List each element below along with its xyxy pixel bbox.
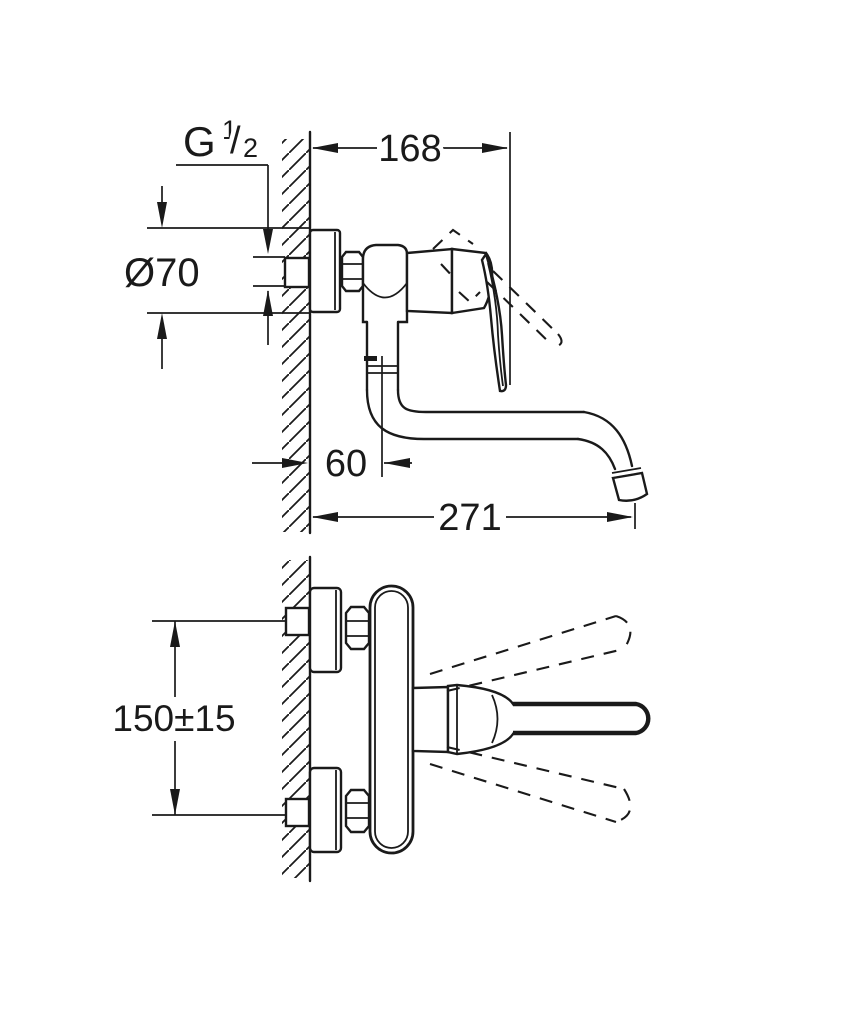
side-elevation-view: 168 G 1 / 2 Ø70 60 (120, 111, 649, 544)
swivel-spout (365, 388, 649, 502)
upper-inlet-fitting (284, 606, 311, 637)
dim-label-70: Ø70 (124, 251, 200, 295)
dim-label-168: 168 (378, 128, 441, 170)
upper-wall-flange (308, 586, 343, 674)
dim-label-150: 150±15 (112, 698, 235, 739)
hex-nut (340, 250, 365, 293)
thread-label-denominator: 2 (243, 133, 258, 163)
thread-label-g: G (183, 118, 216, 165)
set-screw-mark (364, 356, 377, 361)
dimension-168: 168 (312, 124, 511, 385)
aerator (611, 471, 649, 502)
cartridge-housing (405, 247, 454, 315)
dimension-150: 150±15 (108, 620, 286, 816)
thread-label-slash: / (230, 120, 241, 162)
dim-label-271: 271 (438, 497, 501, 539)
spout-swivel-ghost (429, 614, 632, 824)
upper-hex-nut (344, 605, 371, 651)
dimension-60: 60 (252, 356, 412, 490)
dimension-thread: G 1 / 2 (176, 111, 285, 345)
spout-plan (513, 701, 651, 736)
mixer-body (361, 243, 409, 324)
lower-wall-flange (308, 766, 343, 854)
wall-hatching (282, 139, 310, 532)
inlet-union-fitting (283, 256, 311, 289)
lower-hex-nut (344, 788, 371, 834)
plan-view: 150±15 (108, 555, 651, 883)
mixer-body-plan (368, 584, 415, 855)
lower-inlet-fitting (284, 797, 311, 828)
dimension-70: Ø70 (120, 186, 310, 369)
spout-holder-cone (411, 683, 521, 756)
body-contour-arc (362, 282, 408, 299)
wall-flange (308, 228, 342, 314)
dimension-271: 271 (312, 493, 636, 544)
dim-label-60: 60 (325, 443, 367, 485)
handle-swing-ghost (432, 228, 563, 349)
lever-handle (480, 251, 508, 393)
spout-shank (364, 320, 400, 392)
